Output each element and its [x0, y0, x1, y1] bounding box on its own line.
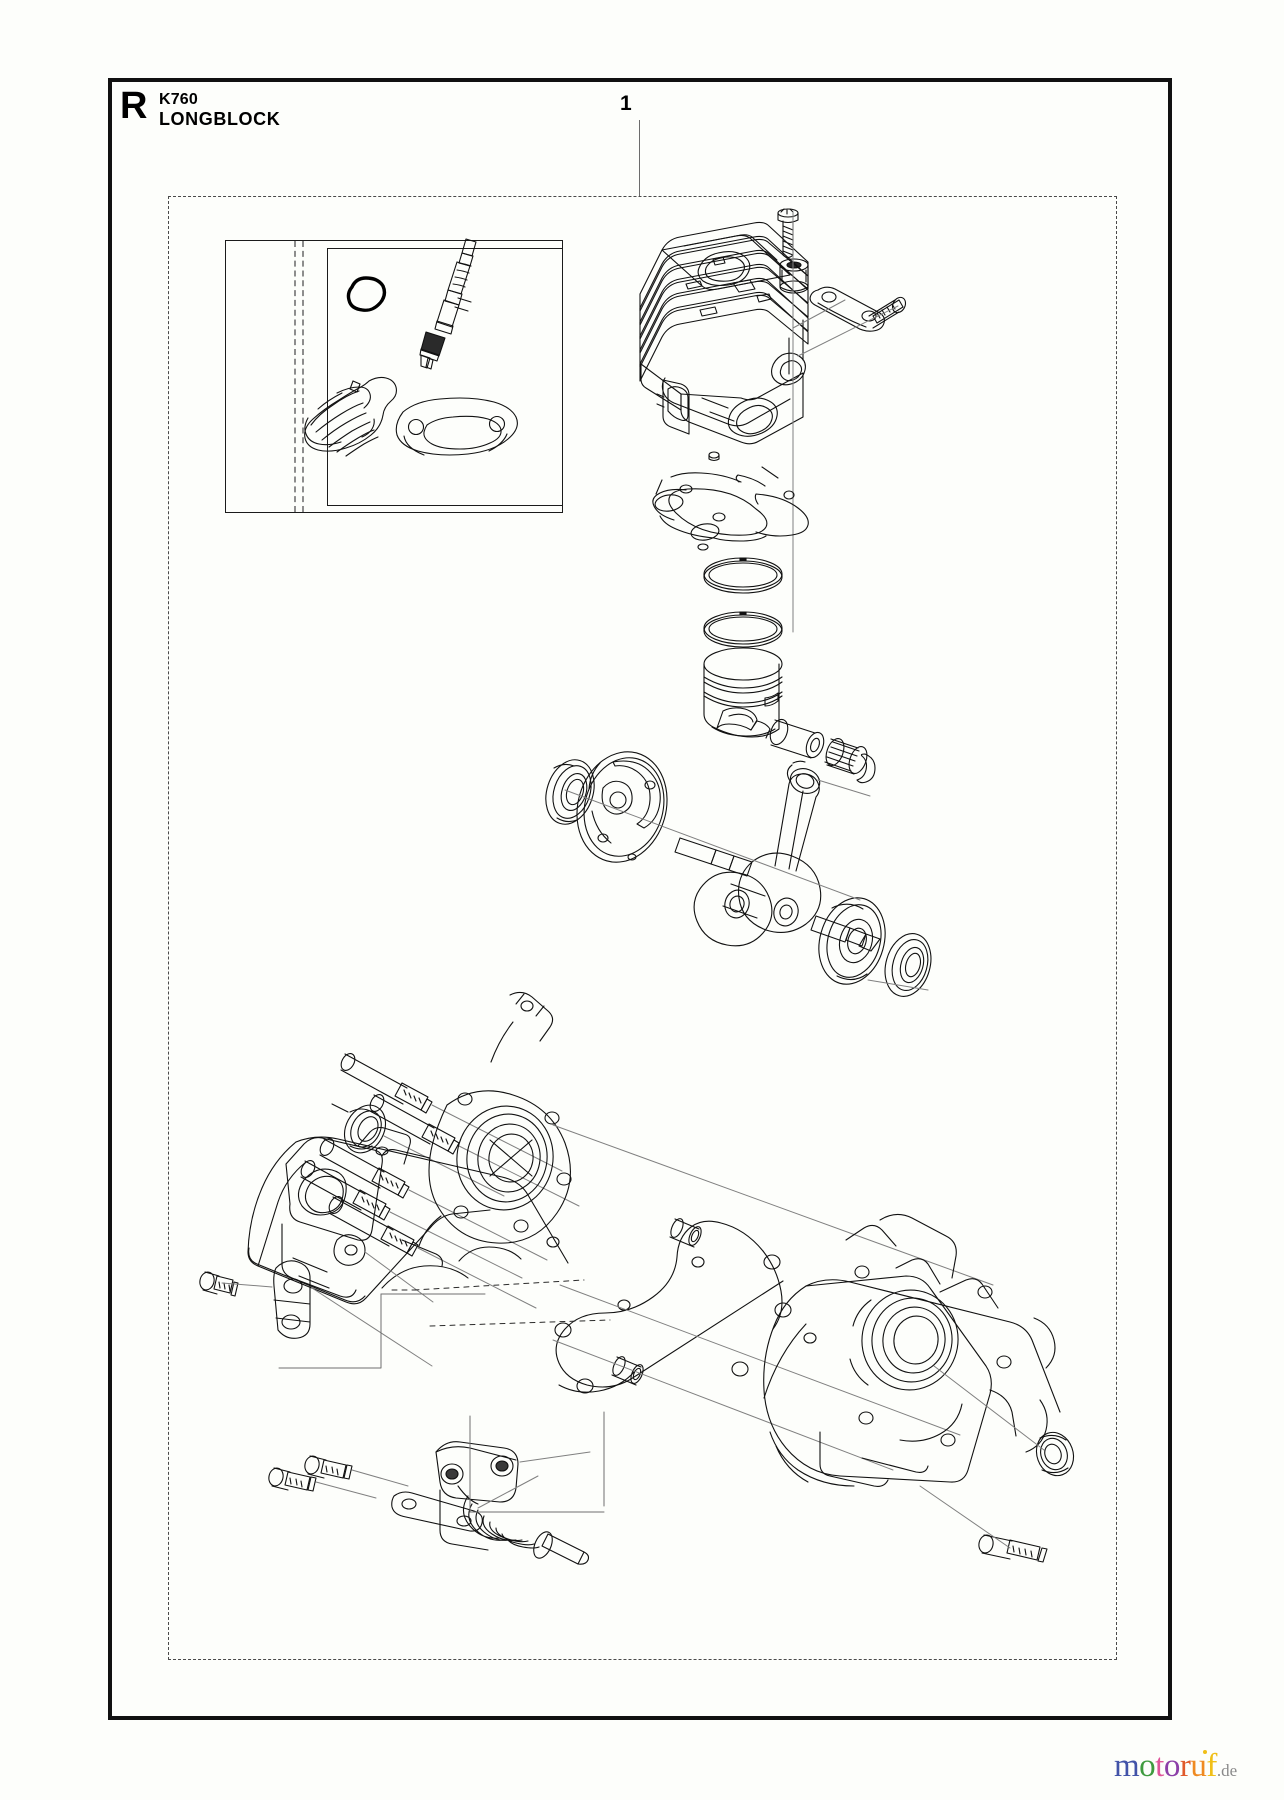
watermark-tld: .de [1216, 1761, 1238, 1780]
watermark-letter-o2: o [1163, 1748, 1181, 1784]
watermark-accent-dot [1203, 1750, 1208, 1754]
watermark-letter-f: f [1206, 1748, 1217, 1784]
callout-leader-line [639, 120, 640, 196]
watermark-letter-o1: o [1139, 1748, 1156, 1784]
header-titles: K760 LONGBLOCK [159, 88, 280, 130]
callout-number-1: 1 [620, 92, 632, 115]
site-watermark: motoruf.de [1114, 1748, 1237, 1789]
inset-perforation-mark-a [294, 241, 296, 512]
watermark-letter-r: r [1179, 1748, 1191, 1784]
service-kit-inset-inner [327, 248, 563, 506]
watermark-letter-t: t [1155, 1748, 1164, 1784]
assembly-boundary [168, 196, 1117, 1660]
assembly-name: LONGBLOCK [158, 109, 281, 129]
page-border [108, 78, 1172, 1720]
page-header: R K760 LONGBLOCK [120, 85, 280, 130]
model-name: K760 [158, 91, 199, 108]
watermark-letter-m: m [1114, 1748, 1140, 1784]
watermark-letter-u: u [1190, 1748, 1207, 1784]
section-letter: R [120, 85, 147, 127]
inset-perforation-mark-b [302, 241, 304, 512]
